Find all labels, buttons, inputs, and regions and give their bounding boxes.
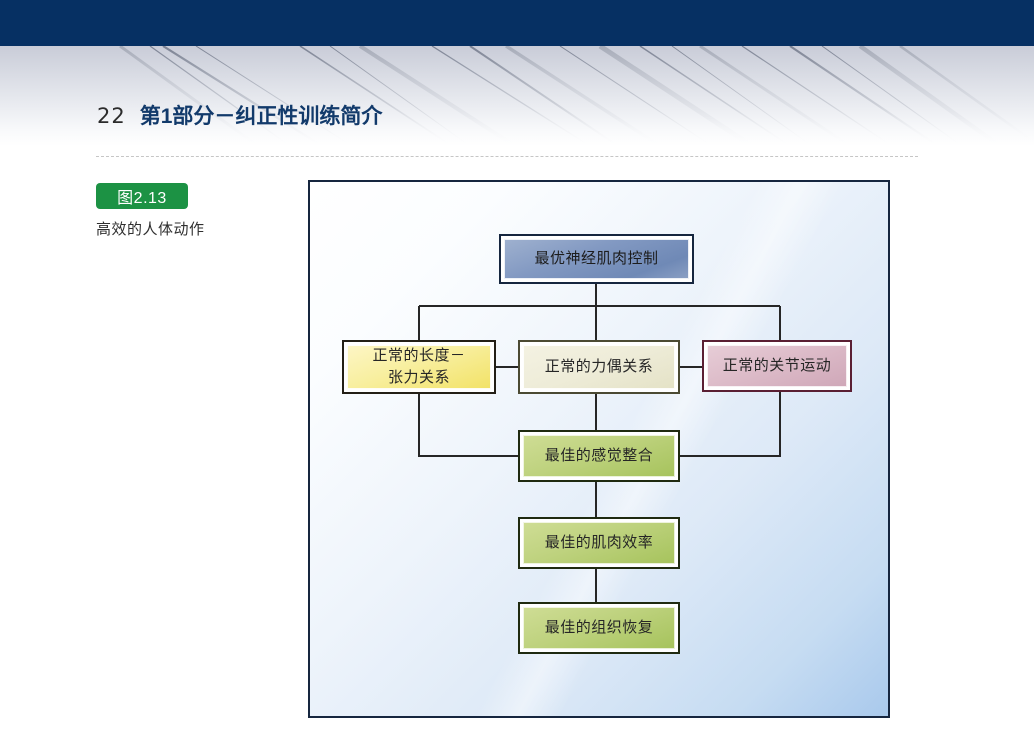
- page-title: 第1部分－纠正性训练简介: [139, 105, 383, 128]
- node-normal-joint-motion: 正常的关节运动: [702, 340, 852, 392]
- figure-number-badge: 图2.13: [96, 183, 188, 209]
- header-divider-rule: [96, 156, 918, 157]
- node-normal-length-tension: 正常的长度－ 张力关系: [342, 340, 496, 394]
- node-optimal-neuromuscular-control-label: 最优神经肌肉控制: [504, 239, 689, 279]
- node-optimal-muscle-efficiency: 最佳的肌肉效率: [518, 517, 680, 569]
- header-band: [0, 0, 1034, 46]
- node-optimal-neuromuscular-control: 最优神经肌肉控制: [499, 234, 694, 284]
- node-optimal-muscle-efficiency-label: 最佳的肌肉效率: [523, 522, 675, 564]
- diagonal-streaks-graphic: [119, 46, 1034, 146]
- flowchart-connector-lines: [418, 284, 781, 602]
- node-normal-force-couple: 正常的力偶关系: [518, 340, 680, 394]
- page-number: 22: [97, 104, 126, 128]
- node-normal-length-tension-label: 正常的长度－ 张力关系: [347, 345, 491, 389]
- figure-caption: 高效的人体动作: [96, 221, 205, 238]
- node-normal-joint-motion-label: 正常的关节运动: [707, 345, 847, 387]
- node-optimal-sensory-integration-label: 最佳的感觉整合: [523, 435, 675, 477]
- node-optimal-sensory-integration: 最佳的感觉整合: [518, 430, 680, 482]
- header-decorative-sheen: [0, 46, 1034, 146]
- node-normal-force-couple-label: 正常的力偶关系: [523, 345, 675, 389]
- node-optimal-tissue-recovery: 最佳的组织恢复: [518, 602, 680, 654]
- page-header-text: 22 第1部分－纠正性训练简介: [97, 100, 382, 130]
- node-optimal-tissue-recovery-label: 最佳的组织恢复: [523, 607, 675, 649]
- figure-diagram-panel: 最优神经肌肉控制 正常的长度－ 张力关系 正常的力偶关系 正常的关节运动 最佳的…: [308, 180, 890, 718]
